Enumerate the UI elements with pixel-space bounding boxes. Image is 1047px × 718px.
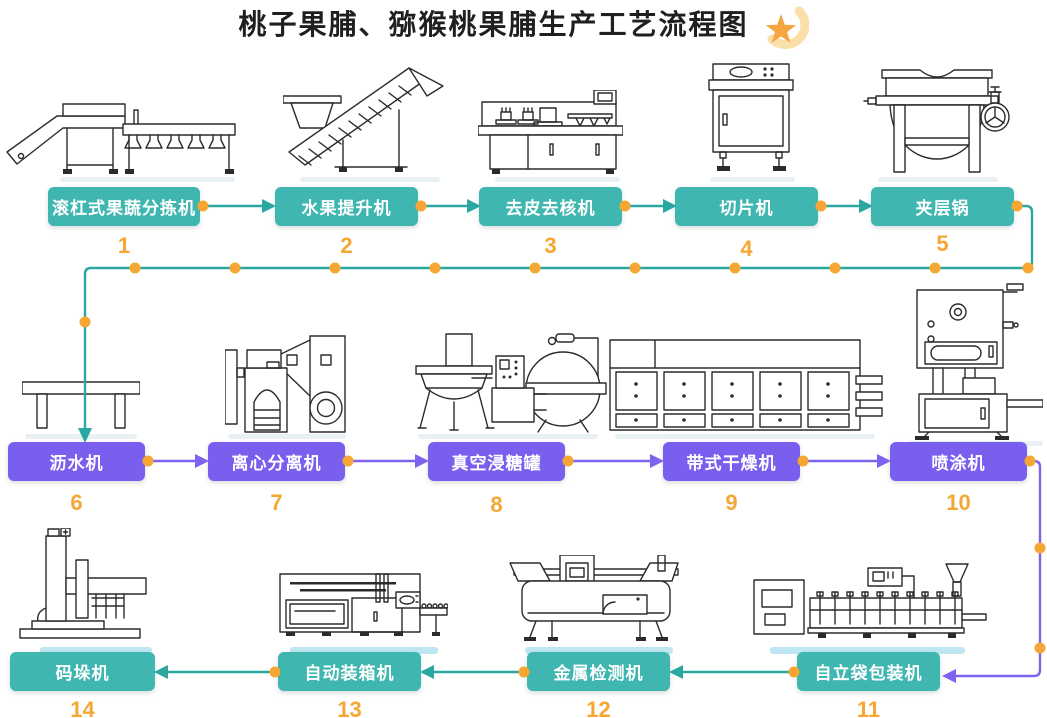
shadow-strip [60,177,235,182]
node-step-4-label: 切片机 [719,199,774,218]
centrifuge-machine-icon [225,335,346,433]
shadow-strip [290,647,438,654]
node-step-11[interactable]: 自立袋包装机 [797,652,940,691]
shadow-strip [25,434,137,439]
step-number-8: 8 [490,492,503,517]
jacketed-kettle-icon [863,69,1010,173]
slicer-machine-icon [708,63,794,171]
vacuum-sugar-tank-icon [415,333,607,433]
spray-coating-machine-icon [915,283,1043,440]
node-step-9-label: 带式干燥机 [686,454,777,473]
node-step-5[interactable]: 夹层锅 [871,187,1014,226]
node-step-12-label: 金属检测机 [553,664,644,683]
shadow-strip [710,177,795,182]
shadow-strip [615,434,875,439]
shadow-strip [878,177,998,182]
shadow-strip [228,434,346,439]
node-step-10[interactable]: 喷涂机 [890,442,1027,481]
step-number-13: 13 [337,697,362,718]
step-number-9: 9 [725,490,738,515]
page-title: 桃子果脯、猕猴桃果脯生产工艺流程图 [238,9,749,40]
node-step-9[interactable]: 带式干燥机 [663,442,800,481]
step-number-1: 1 [117,233,131,258]
shadow-strip [40,647,152,654]
step-number-12: 12 [586,697,611,718]
node-step-7-label: 离心分离机 [231,454,322,473]
shadow-strip [495,177,620,182]
node-step-13-label: 自动装箱机 [304,664,395,683]
roller-sorter-machine-icon [6,103,236,174]
node-step-3-label: 去皮去核机 [505,199,596,218]
title-row: 桃子果脯、猕猴桃果脯生产工艺流程图 [0,0,1047,51]
step-number-3: 3 [544,233,557,258]
node-step-6[interactable]: 沥水机 [8,442,145,481]
node-step-14[interactable]: 码垛机 [10,652,155,691]
node-step-8[interactable]: 真空浸糖罐 [428,442,565,481]
shooting-star-icon [765,6,809,49]
node-step-13[interactable]: 自动装箱机 [278,652,421,691]
node-step-11-label: 自立袋包装机 [814,664,923,683]
metal-detector-machine-icon [509,555,679,641]
step-number-10: 10 [946,490,971,515]
palletizer-machine-icon [19,528,147,639]
node-step-8-label: 真空浸糖罐 [451,454,542,473]
shadow-strip [770,647,965,654]
node-step-5-label: 夹层锅 [915,199,970,218]
node-step-7[interactable]: 离心分离机 [208,442,345,481]
step-number-7: 7 [270,490,283,515]
peeler-corer-machine-icon [478,90,623,174]
step-number-14: 14 [70,697,95,718]
node-step-2-label: 水果提升机 [301,199,392,218]
shadow-strip [418,434,598,439]
node-step-6-label: 沥水机 [49,454,104,473]
step-number-6: 6 [70,490,83,515]
shadow-strip [300,177,440,182]
step-number-4: 4 [740,236,753,261]
draining-table-icon [22,381,140,429]
node-step-3[interactable]: 去皮去核机 [479,187,622,226]
shadow-strip [525,647,673,654]
carton-packing-machine-icon [279,573,448,636]
belt-dryer-machine-icon [609,339,883,431]
node-step-1-label: 滚杠式果蔬分拣机 [52,199,196,218]
node-step-1[interactable]: 滚杠式果蔬分拣机 [48,187,200,226]
step-number-2: 2 [340,233,353,258]
node-step-4[interactable]: 切片机 [675,187,818,226]
step-number-11: 11 [856,697,881,718]
step-number-5: 5 [936,231,949,256]
pouch-packing-machine-icon [753,563,987,638]
fruit-elevator-machine-icon [283,67,444,172]
node-step-12[interactable]: 金属检测机 [527,652,670,691]
node-step-2[interactable]: 水果提升机 [275,187,418,226]
node-step-10-label: 喷涂机 [931,454,986,473]
node-step-14-label: 码垛机 [55,664,110,683]
